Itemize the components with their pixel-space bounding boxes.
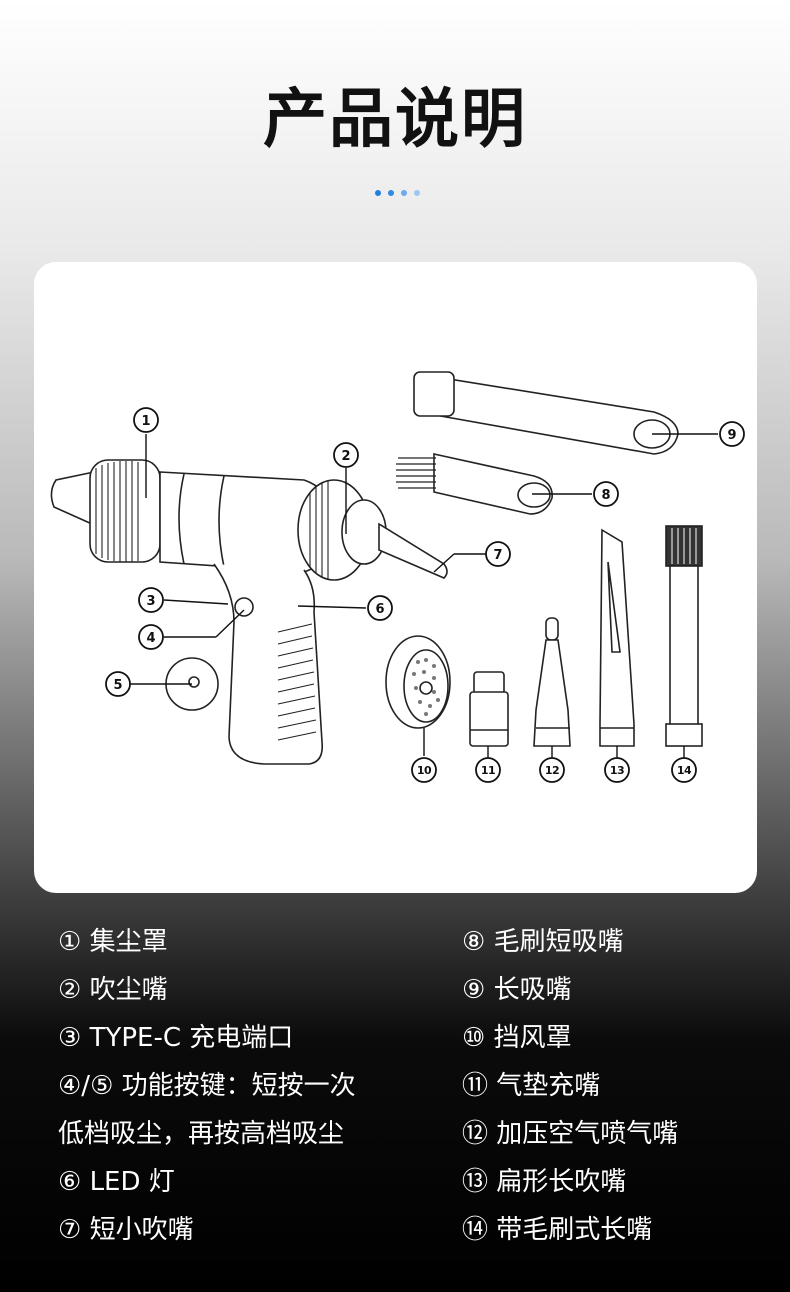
svg-text:4: 4 (146, 631, 155, 646)
callout-9: 9 (719, 421, 745, 447)
product-diagram-card: 1 2 3 4 5 6 7 (34, 262, 757, 893)
callout-4: 4 (138, 624, 164, 650)
callout-6: 6 (367, 595, 393, 621)
callout-11: 11 (475, 757, 501, 783)
callout-7: 7 (485, 541, 511, 567)
svg-text:5: 5 (113, 678, 122, 693)
flat-long-nozzle (599, 528, 635, 747)
divider-dot (375, 190, 381, 196)
legend-item-2: ② 吹尘嘴 (58, 975, 168, 1005)
svg-text:11: 11 (481, 764, 495, 777)
vacuum-body (50, 459, 448, 765)
svg-text:3: 3 (146, 594, 155, 609)
legend-item-6: ⑥ LED 灯 (58, 1167, 175, 1197)
svg-text:8: 8 (601, 488, 610, 503)
callout-3: 3 (138, 587, 164, 613)
legend-left-column: ① 集尘罩 ② 吹尘嘴 ③ TYPE-C 充电端口 ④/⑤ 功能按键：短按一次 … (58, 918, 356, 1254)
divider-dot (401, 190, 407, 196)
callout-13: 13 (604, 757, 630, 783)
long-suction-nozzle (413, 371, 679, 455)
legend-item-4-5-continued: 低档吸尘，再按高档吸尘 (58, 1119, 345, 1149)
divider-dot (414, 190, 420, 196)
legend-item-3: ③ TYPE-C 充电端口 (58, 1023, 294, 1053)
page-title: 产品说明 (263, 83, 527, 157)
svg-text:9: 9 (727, 428, 736, 443)
air-cushion-nozzle (469, 671, 509, 747)
legend-item-4-5: ④/⑤ 功能按键：短按一次 (58, 1071, 356, 1101)
divider-dot (388, 190, 394, 196)
callout-leaders (130, 433, 718, 758)
callout-10: 10 (411, 757, 437, 783)
svg-text:14: 14 (677, 764, 692, 777)
legend-item-7: ⑦ 短小吹嘴 (58, 1215, 194, 1245)
legend-item-12: ⑫ 加压空气喷气嘴 (462, 1119, 679, 1149)
callout-1: 1 (133, 407, 159, 433)
brush-long-nozzle (665, 525, 703, 747)
legend-item-13: ⑬ 扁形长吹嘴 (462, 1167, 627, 1197)
legend-item-14: ⑭ 带毛刷式长嘴 (462, 1215, 653, 1245)
wind-shield (385, 635, 451, 729)
callout-8: 8 (593, 481, 619, 507)
brush-short-nozzle (396, 453, 553, 515)
svg-text:2: 2 (341, 449, 350, 464)
svg-text:1: 1 (141, 414, 150, 429)
legend-item-10: ⑩ 挡风罩 (462, 1023, 572, 1053)
svg-text:13: 13 (610, 764, 624, 777)
legend-right-column: ⑧ 毛刷短吸嘴 ⑨ 长吸嘴 ⑩ 挡风罩 ⑪ 气垫充嘴 ⑫ 加压空气喷气嘴 ⑬ 扁… (462, 918, 678, 1254)
callout-2: 2 (333, 442, 359, 468)
svg-text:7: 7 (493, 548, 502, 563)
legend-item-9: ⑨ 长吸嘴 (462, 975, 572, 1005)
callout-12: 12 (539, 757, 565, 783)
svg-text:12: 12 (545, 764, 559, 777)
svg-text:6: 6 (375, 602, 384, 617)
callout-5: 5 (105, 671, 131, 697)
svg-text:10: 10 (417, 764, 432, 777)
callout-14: 14 (671, 757, 697, 783)
legend-item-8: ⑧ 毛刷短吸嘴 (462, 927, 624, 957)
pressurized-air-nozzle (533, 617, 571, 747)
product-diagram: 1 2 3 4 5 6 7 (50, 371, 745, 783)
legend-item-11: ⑪ 气垫充嘴 (462, 1071, 601, 1101)
legend-item-1: ① 集尘罩 (58, 927, 168, 957)
